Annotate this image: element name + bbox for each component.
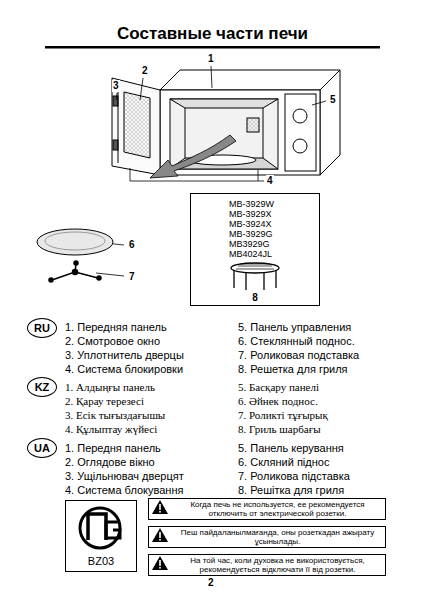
grill-rack (231, 263, 279, 290)
part-name: 4. Система блокування (65, 484, 183, 497)
title-rule (45, 46, 380, 49)
callout-number: 1 (207, 53, 215, 65)
page-title: Составные части печи (0, 24, 425, 44)
part-name: 6. Скляний піднос (238, 456, 329, 469)
part-name: 5. Панель управления (238, 321, 351, 334)
part-name: 4. Құлыптау жүйесі (65, 423, 157, 436)
language-code: KZ (35, 381, 50, 394)
part-name: 2. Оглядове вікно (65, 456, 155, 469)
warning-box: На той час, коли духовка не використовує… (148, 554, 386, 576)
part-name: 7. Роликовая подставка (238, 349, 359, 362)
leader-lines (95, 66, 326, 276)
part-name: 3. Уплотнитель дверцы (65, 349, 184, 362)
callout-number: 6 (128, 239, 136, 251)
warning-text: На той час, коли духовка не використовує… (173, 556, 382, 574)
language-oval: RU (27, 318, 57, 338)
part-name: 6. Стеклянный поднос. (238, 335, 355, 348)
model-number: MB-3924X (191, 219, 319, 229)
language-code: UA (34, 442, 50, 455)
part-name: 6. Әйнек поднос. (238, 395, 318, 408)
door-open-arrow (150, 135, 236, 178)
part-name: 1. Алдыңғы панель (65, 381, 155, 394)
roller-ring (49, 261, 101, 282)
callout-number: 7 (128, 271, 136, 283)
part-name: 3. Есік тығыздағышы (65, 409, 165, 422)
callout-number: 3 (112, 80, 120, 92)
language-code: RU (34, 322, 50, 335)
warning-box: Когда печь не используется, ее рекоменду… (148, 498, 386, 520)
warning-icons (152, 500, 168, 570)
warning-box: Пеш пайдаланылмағанда, оны розеткадан аж… (148, 526, 386, 548)
callout-number: 2 (141, 65, 149, 77)
certification-logo (80, 508, 120, 548)
part-name: 8. Гриль шарбағы (238, 423, 321, 436)
model-number: MB3929G (191, 239, 319, 249)
language-oval: KZ (27, 377, 57, 397)
callout-number: 4 (266, 175, 274, 187)
warning-text: Пеш пайдаланылмағанда, оны розеткадан аж… (173, 528, 382, 546)
part-name: 5. Панель керування (238, 442, 344, 455)
part-name: 3. Ущільнювач дверцят (65, 470, 184, 483)
language-oval: UA (27, 438, 57, 458)
callout-number: 5 (329, 94, 337, 106)
model-box: MB-3929WMB-3929XMB-3924XMB-3929GMB3929GM… (190, 193, 320, 306)
model-number: MB-3929W (191, 199, 319, 209)
part-name: 7. Роликті тұғырық (238, 409, 328, 422)
part-name: 2. Қарау терезесі (65, 395, 144, 408)
part-name: 1. Передняя панель (65, 321, 167, 334)
glass-tray (37, 229, 113, 255)
part-name: 7. Роликова підставка (238, 470, 350, 483)
warning-text: Когда печь не используется, ее рекоменду… (173, 500, 382, 518)
callout-number: 8 (191, 292, 319, 304)
page-number: 2 (208, 577, 214, 589)
model-number: MB-3929G (191, 229, 319, 239)
microwave-oven (112, 70, 340, 175)
model-number: MB-3929X (191, 209, 319, 219)
certificate-code: BZ03 (66, 555, 136, 568)
part-name: 8. Решітка для гриля (238, 484, 344, 497)
model-number: MB4024JL (191, 249, 319, 259)
part-name: 1. Передня панель (65, 442, 161, 455)
logo-box: BZ03 (65, 500, 137, 572)
part-name: 8. Решетка для гриля (238, 363, 348, 376)
part-name: 4. Система блокировки (65, 363, 183, 376)
part-name: 2. Смотровое окно (65, 335, 160, 348)
part-name: 5. Басқару панелі (238, 381, 319, 394)
